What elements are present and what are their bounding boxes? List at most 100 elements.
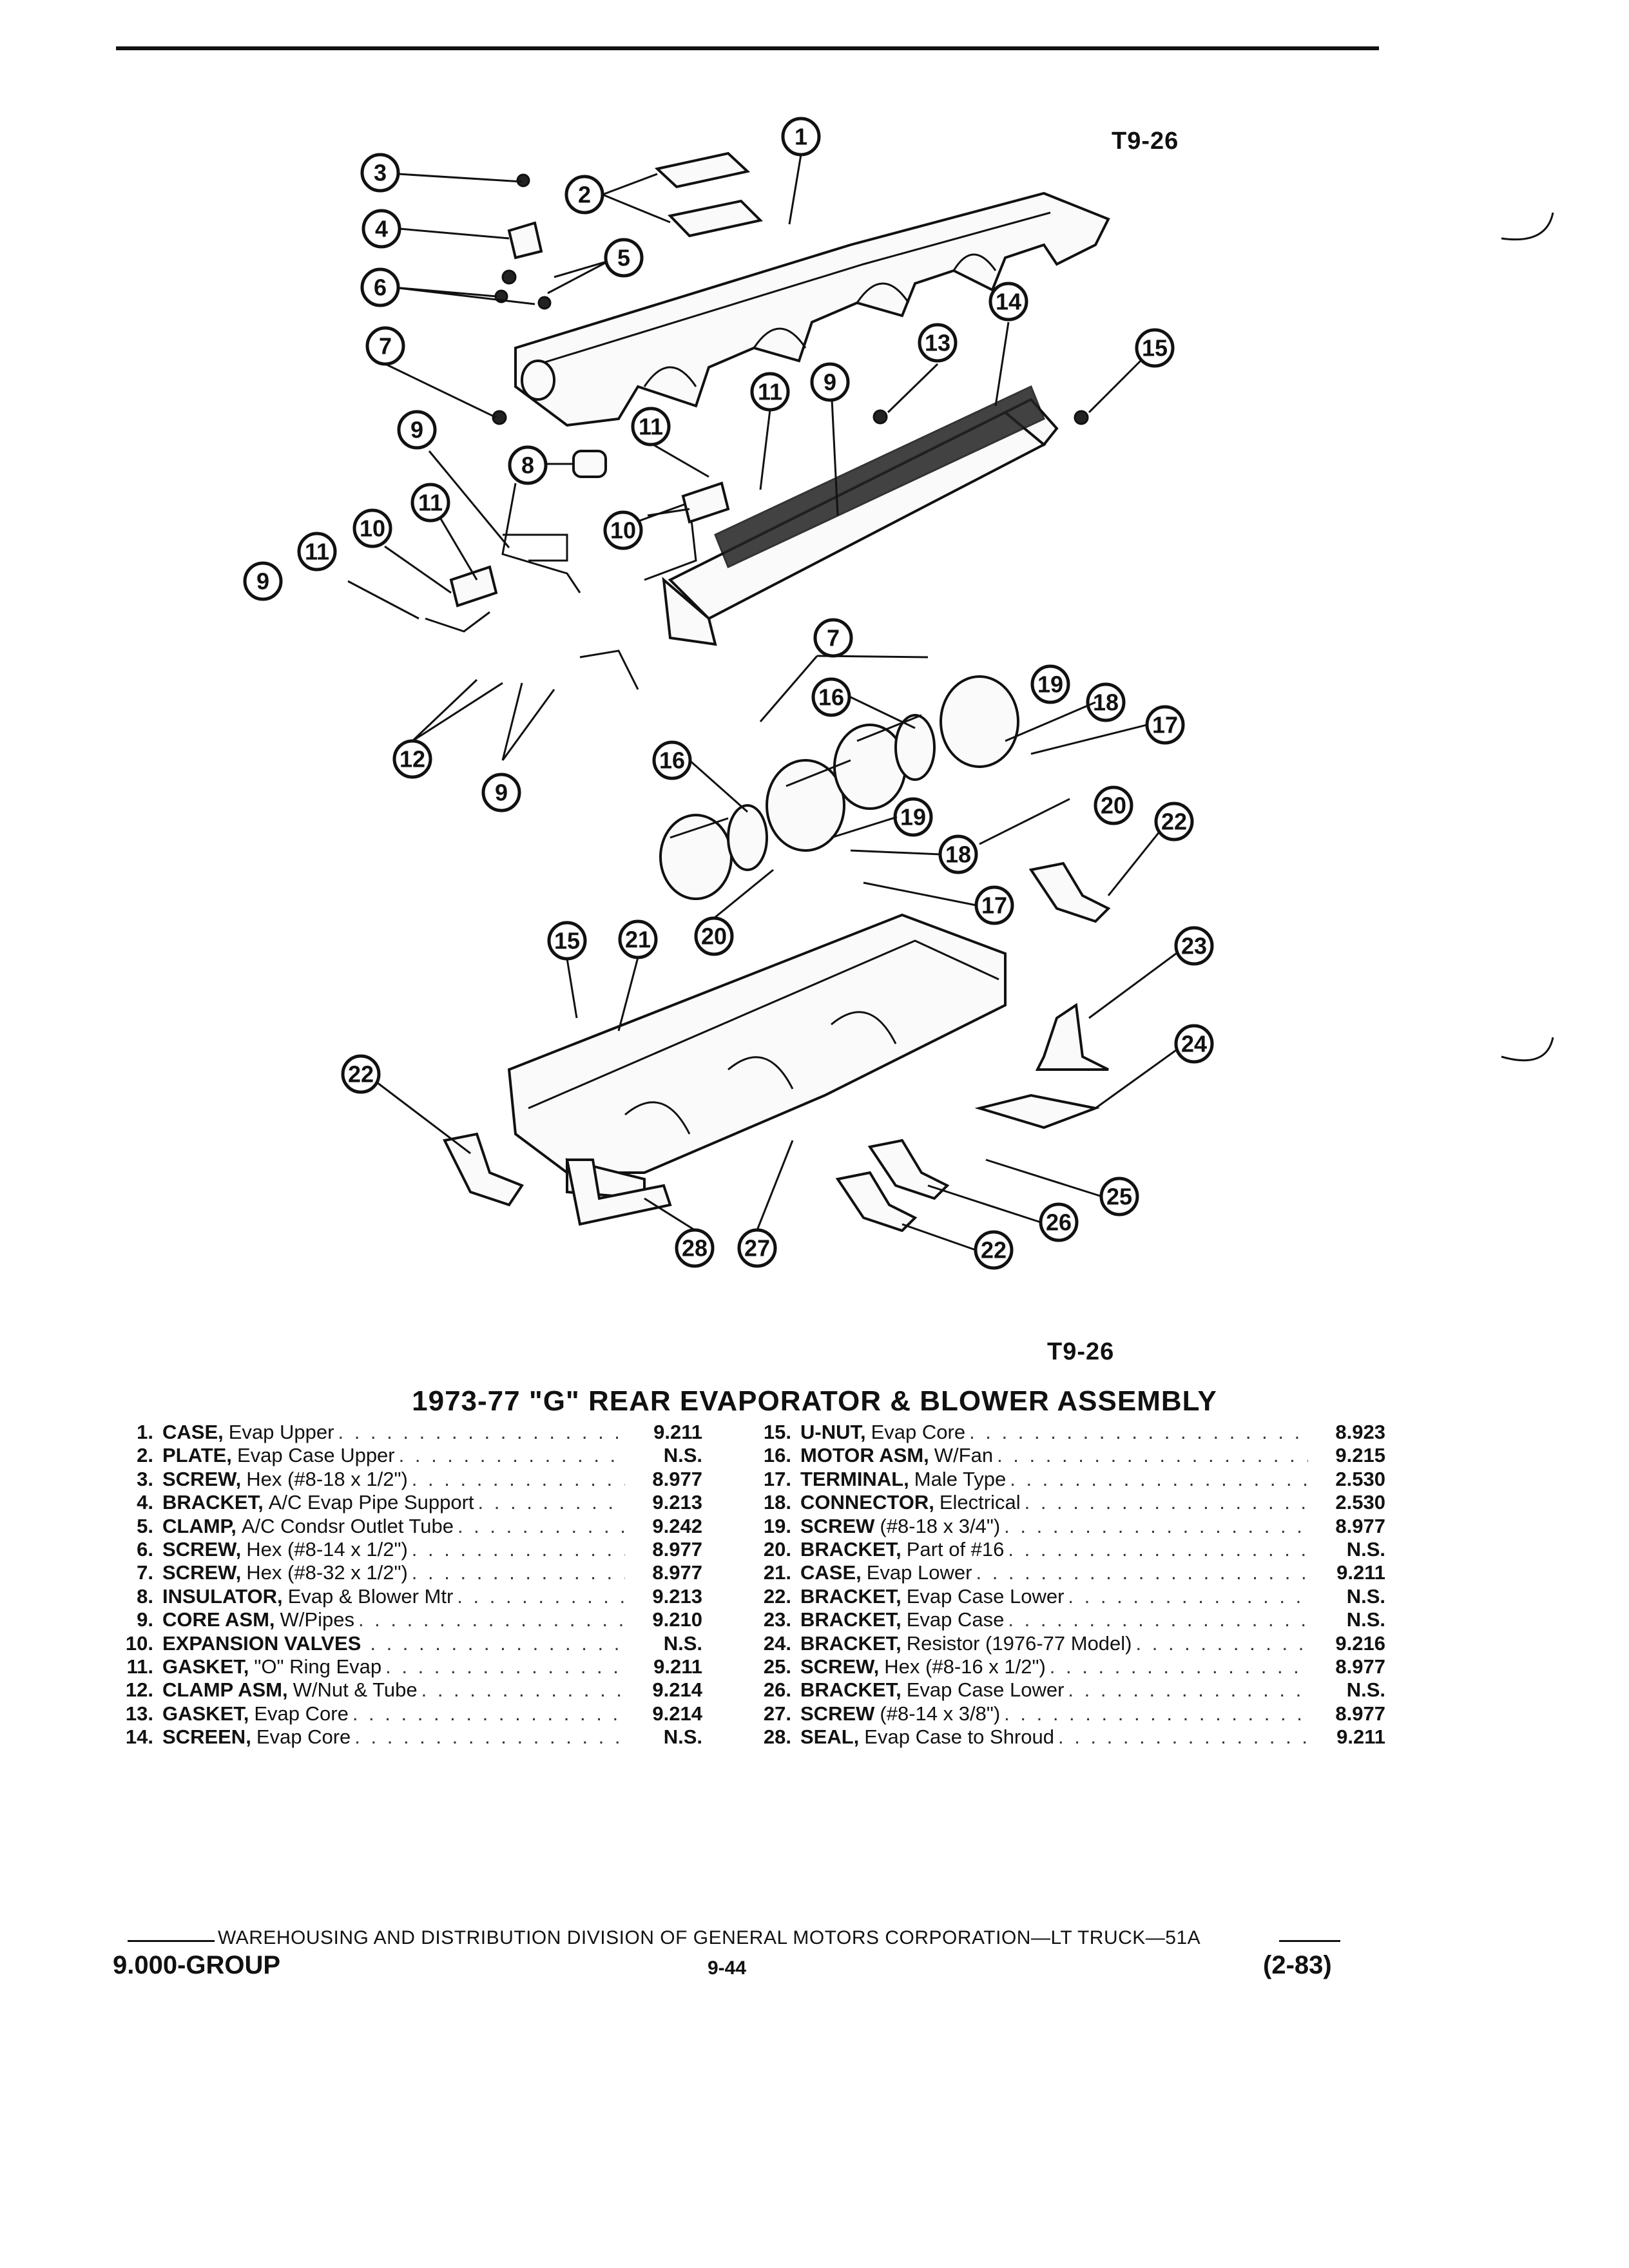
- group-number: N.S.: [663, 1725, 702, 1749]
- group-number: 9.214: [652, 1678, 702, 1702]
- group-number: 9.214: [652, 1702, 702, 1725]
- callout-2: 2: [564, 175, 604, 215]
- svg-text:22: 22: [348, 1061, 374, 1088]
- svg-text:25: 25: [1106, 1184, 1132, 1210]
- part-name: SCREW,: [162, 1467, 242, 1490]
- svg-text:19: 19: [900, 804, 926, 831]
- leader-dots: [474, 1491, 625, 1514]
- callout-9: 9: [243, 561, 283, 601]
- leader-dots: [351, 1725, 625, 1749]
- part-description: Evap Case Lower: [906, 1584, 1065, 1608]
- part-description: (#8-18 x 3/4"): [880, 1514, 1001, 1537]
- part-name: SCREEN,: [162, 1725, 251, 1749]
- part-name: CLAMP,: [162, 1514, 236, 1537]
- svg-text:7: 7: [827, 625, 840, 651]
- part-number: 5.: [137, 1514, 153, 1537]
- part-number: 6.: [137, 1537, 153, 1561]
- group-number: 9.211: [1336, 1561, 1385, 1584]
- parts-row: 19.SCREW(#8-18 x 3/4")8.977: [747, 1515, 1385, 1538]
- leader-dots: [395, 1444, 625, 1467]
- svg-text:14: 14: [996, 289, 1021, 315]
- parts-row: 23.BRACKET,Evap CaseN.S.: [747, 1608, 1385, 1631]
- callout-10: 10: [603, 510, 643, 550]
- brackets-drawing: [443, 861, 1111, 1233]
- part-description: Evap & Blower Mtr: [287, 1584, 454, 1608]
- lower-case-drawing: [507, 913, 1007, 1200]
- svg-text:18: 18: [945, 841, 971, 868]
- leader-dots: [993, 1444, 1308, 1467]
- figure-id-top: T9-26: [1112, 128, 1179, 155]
- group-number: N.S.: [1346, 1608, 1385, 1631]
- callout-15: 15: [547, 921, 587, 961]
- part-description: Part of #16: [906, 1537, 1005, 1561]
- part-description: Resistor (1976-77 Model): [906, 1631, 1132, 1655]
- leader-dots: [1054, 1725, 1308, 1749]
- parts-row: 21.CASE,Evap Lower9.211: [747, 1561, 1385, 1584]
- leader-dots: [972, 1561, 1308, 1584]
- svg-text:11: 11: [639, 414, 663, 440]
- part-description: Evap Case Lower: [906, 1678, 1065, 1702]
- part-name: EXPANSION VALVES: [162, 1631, 361, 1655]
- callout-10: 10: [352, 508, 392, 548]
- part-description: Hex (#8-16 x 1/2"): [884, 1655, 1046, 1678]
- callout-27: 27: [737, 1228, 777, 1268]
- group-number: 8.977: [652, 1537, 702, 1561]
- part-description: W/Fan: [934, 1444, 994, 1467]
- callout-18: 18: [1086, 682, 1126, 722]
- leader-dots: [1004, 1608, 1308, 1631]
- part-description: Hex (#8-14 x 1/2"): [246, 1537, 408, 1561]
- parts-row: 11.GASKET,"O" Ring Evap9.211: [110, 1655, 702, 1678]
- part-number: 8.: [137, 1584, 153, 1608]
- svg-text:11: 11: [758, 379, 782, 405]
- callout-1: 1: [781, 117, 821, 157]
- part-number: 16.: [763, 1444, 791, 1467]
- parts-row: 13.GASKET,Evap Core9.214: [110, 1702, 702, 1725]
- parts-row: 16.MOTOR ASM,W/Fan9.215: [747, 1444, 1385, 1467]
- part-number: 17.: [763, 1467, 791, 1490]
- figure-id-bottom: T9-26: [1047, 1338, 1115, 1365]
- group-number: 9.216: [1335, 1631, 1385, 1655]
- leader-dots: [366, 1632, 625, 1655]
- group-number: 8.977: [1335, 1702, 1385, 1725]
- part-description: Evap Upper: [228, 1421, 334, 1443]
- callout-16: 16: [811, 677, 851, 717]
- group-number: 9.213: [652, 1491, 702, 1514]
- parts-row: 18.CONNECTOR,Electrical2.530: [747, 1491, 1385, 1514]
- parts-row: 9.CORE ASM,W/Pipes9.210: [110, 1608, 702, 1631]
- footer-rule-left: [128, 1940, 215, 1942]
- part-name: TERMINAL,: [800, 1467, 909, 1490]
- group-number: 9.242: [652, 1514, 702, 1537]
- leader-dots: [453, 1585, 625, 1608]
- group-number: 2.530: [1335, 1491, 1385, 1514]
- svg-text:2: 2: [578, 182, 591, 208]
- part-number: 21.: [763, 1561, 791, 1584]
- callout-24: 24: [1174, 1024, 1214, 1064]
- lower-leader-lines: [376, 701, 1177, 1251]
- svg-text:4: 4: [375, 216, 388, 242]
- part-number: 15.: [763, 1421, 791, 1443]
- svg-text:20: 20: [701, 923, 727, 950]
- part-number: 18.: [763, 1491, 791, 1514]
- part-number: 13.: [125, 1702, 153, 1725]
- part-number: 14.: [125, 1725, 153, 1749]
- parts-row: 26.BRACKET,Evap Case LowerN.S.: [747, 1678, 1385, 1702]
- callout-9: 9: [810, 362, 850, 402]
- callout-5: 5: [604, 238, 644, 278]
- part-description: Evap Core: [256, 1725, 351, 1749]
- callout-26: 26: [1039, 1202, 1079, 1242]
- part-number: 10.: [125, 1631, 153, 1655]
- leader-dots: [334, 1421, 625, 1444]
- group-number: 8.977: [652, 1467, 702, 1490]
- svg-text:17: 17: [981, 892, 1007, 919]
- leader-dots: [349, 1702, 625, 1725]
- parts-row: 7.SCREW,Hex (#8-32 x 1/2")8.977: [110, 1561, 702, 1584]
- leader-dots: [381, 1655, 625, 1678]
- group-number: N.S.: [663, 1631, 702, 1655]
- callout-20: 20: [1094, 785, 1133, 825]
- group-label: 9.000-GROUP: [113, 1951, 281, 1979]
- svg-text:9: 9: [256, 568, 269, 595]
- parts-row: 1.CASE,Evap Upper9.211: [110, 1421, 702, 1444]
- leader-dots: [1021, 1491, 1308, 1514]
- callout-15: 15: [1135, 328, 1175, 368]
- leader-dots: [418, 1678, 625, 1702]
